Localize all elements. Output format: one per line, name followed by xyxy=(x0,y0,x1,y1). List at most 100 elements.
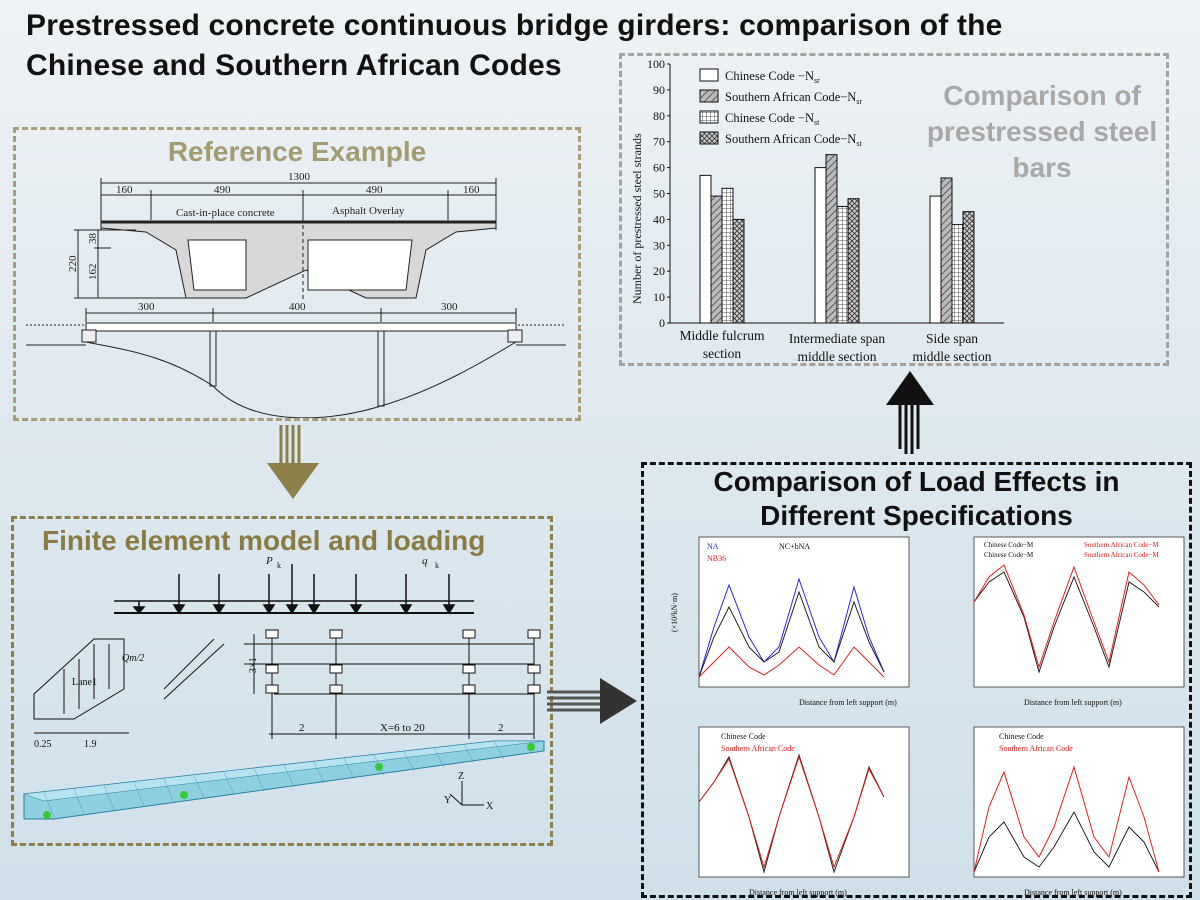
down-arrow xyxy=(267,425,319,499)
tl-xlabel: Distance from left support (m) xyxy=(799,698,897,707)
bl-legend-2: Southern African Code xyxy=(721,744,795,753)
label-d025: 0.25 xyxy=(34,739,52,750)
load-effects-panel: Comparison of Load Effects in Different … xyxy=(641,462,1192,898)
bar-y-tick-label: 100 xyxy=(647,57,665,71)
legend-swatch-4 xyxy=(699,131,719,145)
label-axis-z: Z xyxy=(458,771,464,782)
label-d2a: 2 xyxy=(299,722,305,734)
category-3-line2: middle section xyxy=(912,349,991,364)
legend-swatch-2 xyxy=(699,89,719,103)
category-2-line2: middle section xyxy=(797,349,876,364)
bar-y-tick-label: 50 xyxy=(653,187,665,201)
dim-left-web: 490 xyxy=(214,184,231,196)
bar-1-series-4 xyxy=(732,218,745,324)
steel-bars-panel: Comparison of prestressed steel bars 0 10… xyxy=(619,53,1169,366)
bar-1-series-1 xyxy=(699,174,712,324)
tl-ylabel: (×10³kN·m) xyxy=(670,593,679,632)
br-xlabel: Distance from left support (m) xyxy=(1024,888,1122,897)
page-title: Prestressed concrete continuous bridge g… xyxy=(26,6,1146,86)
bridge-drawing: 1300 160 490 490 160 Cast-in-place concr… xyxy=(26,171,566,418)
steel-bars-title: Comparison of prestressed steel bars xyxy=(926,80,1158,183)
bar-y-tick-label: 20 xyxy=(653,264,665,278)
bl-legend-1: Chinese Code xyxy=(721,732,766,741)
label-d31: 3×1 xyxy=(248,657,259,673)
bar-1-series-2 xyxy=(710,195,723,324)
label-pk: P xyxy=(265,555,273,567)
chart-top-right: Distance from left support (m) Chinese C… xyxy=(973,536,1185,707)
bar-3-series-1 xyxy=(929,195,942,324)
legend-label-2: Southern African Code−Nsr xyxy=(725,90,862,106)
fem-drawing: P k q k Qm/2 Lane1 0.25 1.9 3×1 2 X=6 to… xyxy=(23,555,545,820)
dim-top: 38 xyxy=(87,233,99,245)
label-d2b: 2 xyxy=(498,722,504,734)
fem-panel: Finite element model and loading xyxy=(11,516,553,846)
tr-legend-3: Chinese Code−M xyxy=(984,551,1034,559)
bar-3-series-3 xyxy=(951,224,964,324)
label-cast: Cast-in-place concrete xyxy=(176,207,275,219)
dim-web-h: 162 xyxy=(87,264,99,281)
legend-swatch-3 xyxy=(699,110,719,124)
bar-1-series-3 xyxy=(721,187,734,324)
bar-y-tick-label: 70 xyxy=(653,135,665,149)
legend-label-4: Southern African Code−Nst xyxy=(725,132,862,148)
bar-y-tick-label: 40 xyxy=(653,212,665,226)
category-3-line1: Side span xyxy=(926,331,978,346)
br-legend-2: Southern African Code xyxy=(999,744,1073,753)
category-2-line1: Intermediate span xyxy=(789,331,886,346)
label-axis-x: X xyxy=(486,801,494,812)
legend-label-1: Chinese Code −Nsr xyxy=(725,69,820,85)
reference-example-title: Reference Example xyxy=(167,136,427,167)
label-qk: q xyxy=(422,555,428,567)
bar-y-tick-label: 60 xyxy=(653,161,665,175)
load-effects-title-line2: Different Specifications xyxy=(760,500,1073,531)
bar-3-series-4 xyxy=(962,211,975,324)
bar-y-tick-label: 80 xyxy=(653,109,665,123)
bar-y-tick-label: 90 xyxy=(653,83,665,97)
bar-y-tick-label: 10 xyxy=(653,290,665,304)
right-arrow xyxy=(547,678,637,724)
label-axis-y: Y xyxy=(444,795,451,806)
legend-swatch-1 xyxy=(699,68,719,82)
label-qm: Qm/2 xyxy=(122,653,144,664)
br-legend-1: Chinese Code xyxy=(999,732,1044,741)
bl-xlabel: Distance from left support (m) xyxy=(749,888,847,897)
bar-2-series-3 xyxy=(836,205,849,324)
label-pk-sub: k xyxy=(277,561,281,570)
dim-total: 1300 xyxy=(288,171,311,183)
label-qk-sub: k xyxy=(435,561,439,570)
chart-top-left: Distance from left support (m) (×10³kN·m… xyxy=(670,536,910,707)
load-effects-title: Comparison of Load Effects in Different … xyxy=(644,465,1189,533)
chart-bottom-right: Distance from left support (m) Chinese C… xyxy=(973,726,1185,897)
bar-y-tick-label: 0 xyxy=(659,316,665,330)
fem-title: Finite element model and loading xyxy=(42,525,486,556)
dim-span3: 300 xyxy=(441,301,458,313)
load-effects-charts: Distance from left support (m) (×10³kN·m… xyxy=(670,536,1185,897)
tr-legend-4: Southern African Code−M xyxy=(1084,551,1159,559)
tr-legend-2: Southern African Code−M xyxy=(1084,541,1159,549)
legend-label-3: Chinese Code −Nst xyxy=(725,111,820,127)
page-title-line2: Chinese and Southern African Codes xyxy=(26,49,562,82)
dim-right-cant: 160 xyxy=(463,184,480,196)
tr-legend-1: Chinese Code−M xyxy=(984,541,1034,549)
bar-2-series-2 xyxy=(825,154,838,324)
category-1-line2: section xyxy=(703,346,741,361)
category-1-line1: Middle fulcrum xyxy=(679,328,765,343)
chart-bottom-left: Distance from left support (m) Chinese C… xyxy=(698,726,910,897)
dim-span1: 300 xyxy=(138,301,155,313)
dim-right-web: 490 xyxy=(366,184,383,196)
dim-left-cant: 160 xyxy=(116,184,133,196)
page-title-line1: Prestressed concrete continuous bridge g… xyxy=(26,9,1003,42)
load-effects-title-line1: Comparison of Load Effects in xyxy=(713,466,1120,497)
label-asphalt: Asphalt Overlay xyxy=(332,205,405,217)
bar-2-series-4 xyxy=(847,198,860,324)
label-d19: 1.9 xyxy=(84,739,97,750)
bar-3-series-2 xyxy=(940,177,953,324)
reference-example-panel: Reference Example xyxy=(13,127,581,421)
label-dx: X=6 to 20 xyxy=(380,722,425,734)
tl-legend-1: NA xyxy=(707,542,719,551)
bar-2-series-1 xyxy=(814,167,827,324)
dim-span2: 400 xyxy=(289,301,306,313)
bar-y-tick-label: 30 xyxy=(653,238,665,252)
tl-legend-2: NC+bNA xyxy=(779,542,810,551)
up-arrow xyxy=(886,371,934,454)
